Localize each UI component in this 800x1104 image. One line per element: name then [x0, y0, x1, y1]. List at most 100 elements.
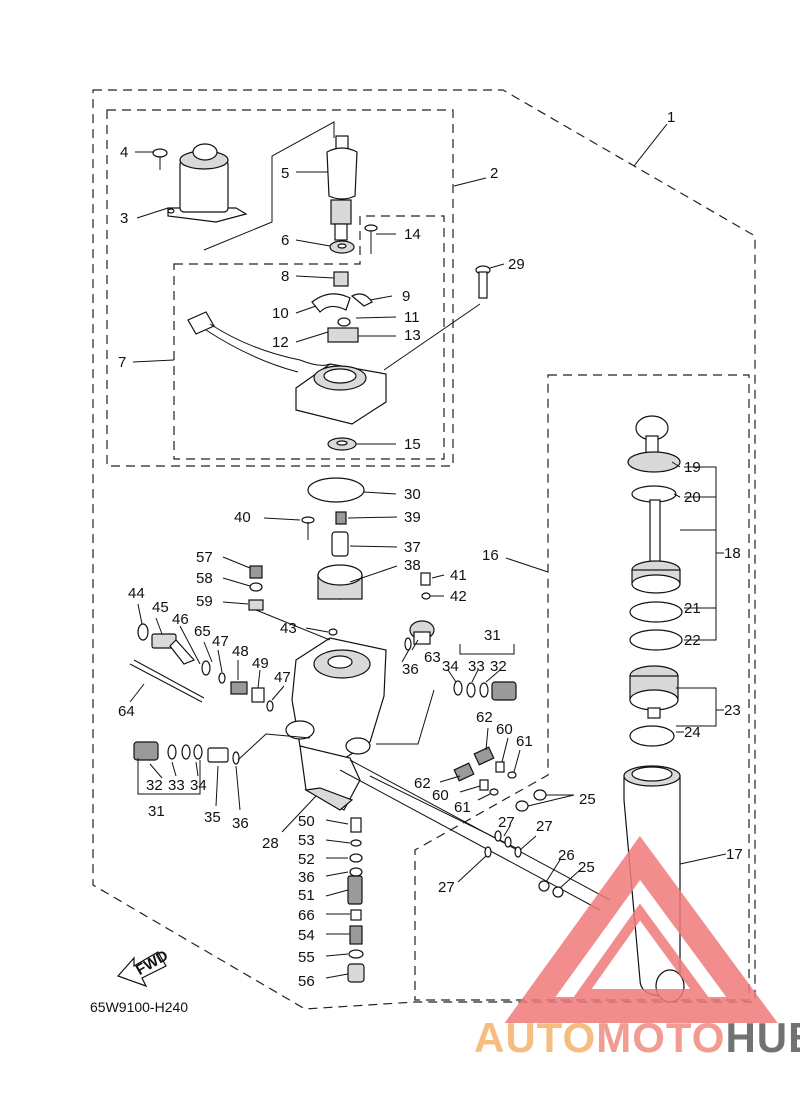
callout-32a: 32 [490, 658, 507, 675]
plug-44 [137, 623, 149, 641]
callout-4: 4 [120, 144, 128, 161]
callout-36c: 36 [298, 869, 315, 886]
callout-17: 17 [726, 846, 743, 863]
callout-57: 57 [196, 549, 213, 566]
tube-assembly [339, 759, 611, 911]
callout-61a: 61 [516, 733, 533, 750]
callout-33a: 33 [468, 658, 485, 675]
motor-base-7 [187, 311, 387, 425]
callout-53: 53 [298, 832, 315, 849]
callout-10: 10 [272, 305, 289, 322]
seal-15 [327, 437, 357, 451]
callout-48: 48 [232, 643, 249, 660]
o-ring-30 [307, 477, 365, 503]
valve-63 [409, 620, 435, 645]
callout-27c: 27 [438, 879, 455, 896]
pump-body-28 [285, 637, 387, 811]
watermark-part-1: AUTO [474, 1014, 596, 1061]
callout-60b: 60 [432, 787, 449, 804]
callout-5: 5 [281, 165, 289, 182]
watermark-triangle-icon [504, 835, 778, 1023]
spring-39 [335, 511, 347, 525]
callout-31a: 31 [484, 627, 501, 644]
callout-65: 65 [194, 623, 211, 640]
armature-5 [326, 135, 358, 241]
callout-21: 21 [684, 600, 701, 617]
callout-23: 23 [724, 702, 741, 719]
callout-25a: 25 [579, 791, 596, 808]
valve-35-36 [207, 747, 240, 765]
callout-18: 18 [724, 545, 741, 562]
callout-55: 55 [298, 949, 315, 966]
callout-52: 52 [298, 851, 315, 868]
callout-54: 54 [298, 927, 315, 944]
callout-41: 41 [450, 567, 467, 584]
callout-25b: 25 [578, 859, 595, 876]
fwd-label: FWD [133, 947, 171, 979]
o-rings-21-22 [629, 601, 683, 651]
callout-31b: 31 [148, 803, 165, 820]
callout-49: 49 [252, 655, 269, 672]
valve-parts-57-58-59 [248, 565, 264, 611]
callout-58: 58 [196, 570, 213, 587]
callout-9: 9 [402, 288, 410, 305]
callout-46: 46 [172, 611, 189, 628]
callout-28: 28 [262, 835, 279, 852]
drawing-code: 65W9100-H240 [90, 999, 188, 1015]
callout-14: 14 [404, 226, 421, 243]
callout-43: 43 [280, 620, 297, 637]
callout-34b: 34 [190, 777, 207, 794]
callout-44: 44 [128, 585, 145, 602]
callout-42: 42 [450, 588, 467, 605]
callout-47b: 47 [274, 669, 291, 686]
callout-15: 15 [404, 436, 421, 453]
watermark-triangle-inner-icon [572, 903, 710, 999]
callout-50: 50 [298, 813, 315, 830]
callout-27b: 27 [536, 818, 553, 835]
callout-36a: 36 [402, 661, 419, 678]
manual-valve-stack-50-56 [347, 817, 365, 983]
callout-13: 13 [404, 327, 421, 344]
outline-motor-base-7 [173, 215, 445, 460]
fwd-arrow-icon: FWD [116, 947, 171, 988]
callout-22: 22 [684, 632, 701, 649]
callout-34a: 34 [442, 658, 459, 675]
callout-35: 35 [204, 809, 221, 826]
callout-45: 45 [152, 599, 169, 616]
screw-4 [152, 148, 168, 170]
screw-40 [301, 516, 315, 540]
gland-23 [629, 665, 679, 719]
callout-29: 29 [508, 256, 525, 273]
pin-37 [331, 531, 349, 557]
callout-30: 30 [404, 486, 421, 503]
bolt-14 [364, 224, 378, 254]
callout-40: 40 [234, 509, 251, 526]
callout-32b: 32 [146, 777, 163, 794]
callout-60a: 60 [496, 721, 513, 738]
watermark-logo: AUTOMOTOHUB [474, 835, 800, 1061]
callout-61b: 61 [454, 799, 471, 816]
valve-right-31 [404, 637, 517, 701]
callout-38: 38 [404, 557, 421, 574]
callout-64: 64 [118, 703, 135, 720]
small-parts-41-42-43 [328, 572, 431, 636]
callout-62b: 62 [414, 775, 431, 792]
callout-3: 3 [120, 210, 128, 227]
callout-36b: 36 [232, 815, 249, 832]
watermark-part-2: MOTO [596, 1014, 725, 1061]
callout-1: 1 [667, 109, 675, 126]
callout-63: 63 [424, 649, 441, 666]
callout-7: 7 [118, 354, 126, 371]
callout-20: 20 [684, 489, 701, 506]
callout-51: 51 [298, 887, 315, 904]
check-valves-60-61-62 [453, 746, 517, 796]
piston-rod-18 [627, 415, 681, 594]
outline-motor-assembly-2 [106, 109, 454, 467]
gear-housing-38 [317, 564, 363, 600]
bolt-29 [475, 265, 491, 299]
seals-46-65-47-48-49 [201, 660, 274, 712]
callout-8: 8 [281, 268, 289, 285]
watermark-part-3: HUB [725, 1014, 800, 1061]
